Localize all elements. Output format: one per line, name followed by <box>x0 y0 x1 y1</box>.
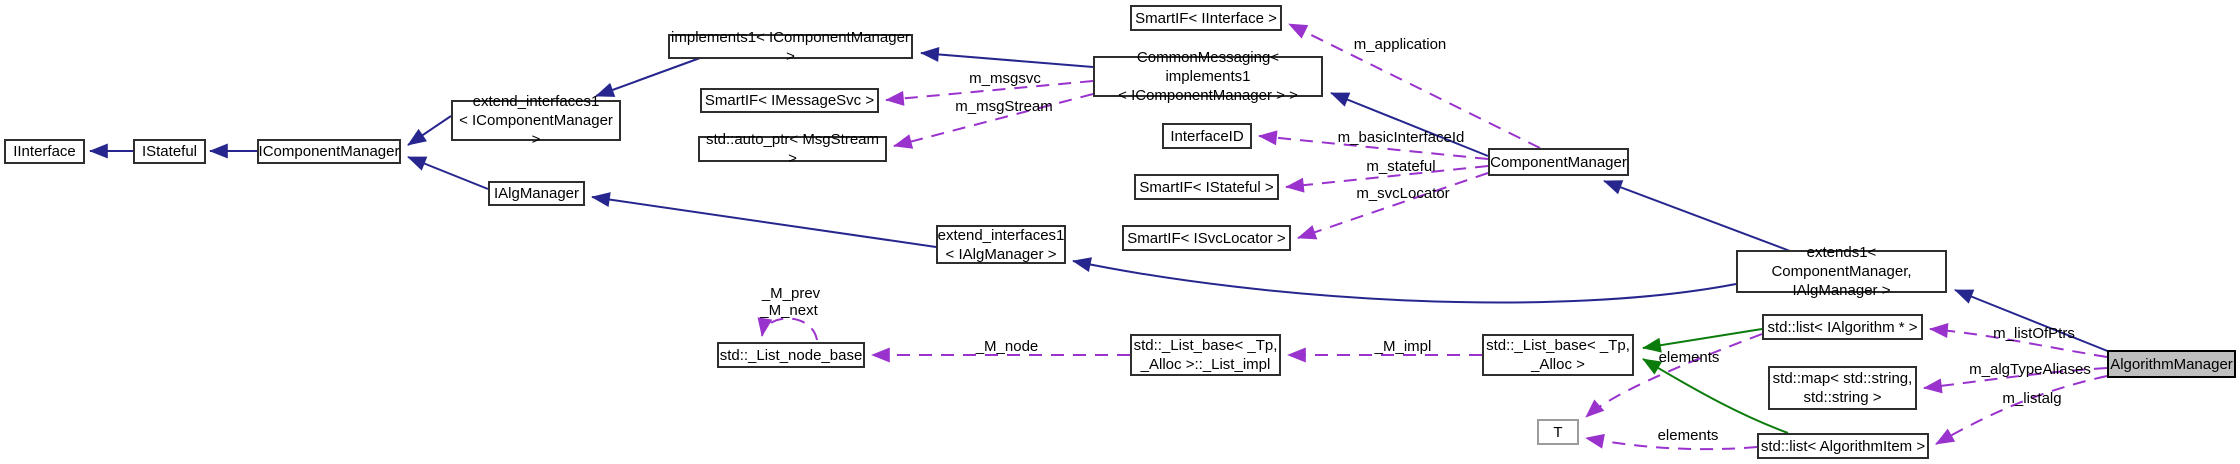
edge-label-elements-lower: elements <box>1657 427 1719 444</box>
edge-usage-m-application <box>1288 23 1541 149</box>
edge-label-m-node: _M_node <box>975 338 1039 355</box>
node-std-map-string-string: std::map< std::string, std::string > <box>1768 366 1917 410</box>
node-smartif-imessagesvc[interactable]: SmartIF< IMessageSvc > <box>700 88 879 113</box>
edge-inherit-extendinterfaces1iam-to-ialgmanager <box>591 192 937 248</box>
edge-private-inherit-listialgorithm-to-listbase <box>1642 328 1763 353</box>
node-interfaceid[interactable]: InterfaceID <box>1162 123 1252 149</box>
edge-label-m-application: m_application <box>1353 36 1447 53</box>
edge-private-inherit-listalgorithmitem-to-listbase <box>1642 358 1789 434</box>
edge-label-m-msgstream: m_msgStream <box>955 98 1053 115</box>
node-std-list-algorithmitem: std::list< AlgorithmItem > <box>1757 433 1929 459</box>
node-std-list-ialgorithm-ptr: std::list< IAlgorithm * > <box>1762 314 1923 340</box>
node-algorithmmanager-current: AlgorithmManager <box>2107 350 2236 378</box>
node-extends1-componentmanager-ialgmanager[interactable]: extends1< ComponentManager, IAlgManager … <box>1736 244 1947 299</box>
edge-label-m-algtypealiases: m_algTypeAliases <box>1969 361 2091 378</box>
node-smartif-iinterface[interactable]: SmartIF< IInterface > <box>1130 5 1282 31</box>
node-istateful[interactable]: IStateful <box>133 139 206 164</box>
edge-label-elements-upper: elements <box>1658 349 1720 366</box>
edge-usage-m-msgstream <box>893 93 1094 149</box>
edge-label-m-stateful: m_stateful <box>1366 158 1436 175</box>
edge-usage-self-loop-listnodebase <box>757 317 818 341</box>
edge-label-m-listofptrs: m_listOfPtrs <box>1993 325 2075 342</box>
node-std-list-base-impl: std::_List_base< _Tp, _Alloc >::_List_im… <box>1130 334 1281 376</box>
node-extend-interfaces1-ialgmanager[interactable]: extend_interfaces1 < IAlgManager > <box>936 225 1066 264</box>
edge-inherit-commonmessaging-to-implements1 <box>920 46 1094 68</box>
edge-inherit-extends1-to-componentmanager <box>1603 180 1791 252</box>
edge-usage-m-msgsvc <box>885 80 1094 106</box>
edge-usage-m-svclocator <box>1297 172 1489 240</box>
node-extend-interfaces1-icomponentmanager[interactable]: extend_interfaces1 < IComponentManager > <box>451 93 621 148</box>
edge-usage-elements-listialgorithm-to-t <box>1585 333 1763 418</box>
edge-label-m-prev: _M_prev <box>761 285 821 302</box>
edge-inherit-ialgmanager-to-icomponentmanager <box>407 156 489 190</box>
node-iinterface[interactable]: IInterface <box>4 139 85 164</box>
edge-label-m-impl: _M_impl <box>1374 338 1432 355</box>
node-std-auto-ptr-msgstream: std::auto_ptr< MsgStream > <box>698 131 887 167</box>
edge-usage-m-basicinterfaceid <box>1258 130 1489 160</box>
edge-label-m-svclocator: m_svcLocator <box>1356 185 1450 202</box>
edge-usage-m-listofptrs <box>1929 323 2108 358</box>
edge-inherit-extendinterfaces1icm-to-icomponentmanager <box>407 115 452 146</box>
edge-usage-m-stateful <box>1285 165 1489 193</box>
edge-label-m-msgsvc: m_msgsvc <box>969 70 1041 87</box>
node-smartif-istateful[interactable]: SmartIF< IStateful > <box>1134 174 1279 200</box>
edge-inherit-extends1-to-extendinterfaces1iam <box>1072 257 1737 304</box>
node-template-param-t: T <box>1537 419 1579 445</box>
edge-inherit-implements1-to-extendinterfaces1icm <box>595 57 701 97</box>
edge-label-m-basicinterfaceid: m_basicInterfaceId <box>1337 129 1465 146</box>
edge-inherit-algorithmmanager-to-extends1 <box>1954 289 2111 353</box>
edge-label-m-next: _M_next <box>760 302 818 319</box>
node-std-list-node-base: std::_List_node_base <box>717 342 865 368</box>
node-std-list-base: std::_List_base< _Tp, _Alloc > <box>1482 334 1634 376</box>
edge-usage-m-algtypealiases <box>1923 367 2108 394</box>
edge-inherit-componentmanager-to-commonmessaging <box>1330 92 1489 157</box>
node-ialgmanager[interactable]: IAlgManager <box>488 181 585 206</box>
node-smartif-isvclocator[interactable]: SmartIF< ISvcLocator > <box>1122 225 1291 251</box>
node-componentmanager[interactable]: ComponentManager <box>1488 148 1629 176</box>
edge-label-m-listalg: m_listalg <box>2002 390 2062 407</box>
node-icomponentmanager[interactable]: IComponentManager <box>257 139 401 164</box>
edge-usage-m-listalg <box>1935 375 2108 445</box>
node-implements1-icomponentmanager[interactable]: implements1< IComponentManager > <box>668 29 913 65</box>
node-commonmessaging[interactable]: CommonMessaging< implements1 < IComponen… <box>1093 49 1323 104</box>
